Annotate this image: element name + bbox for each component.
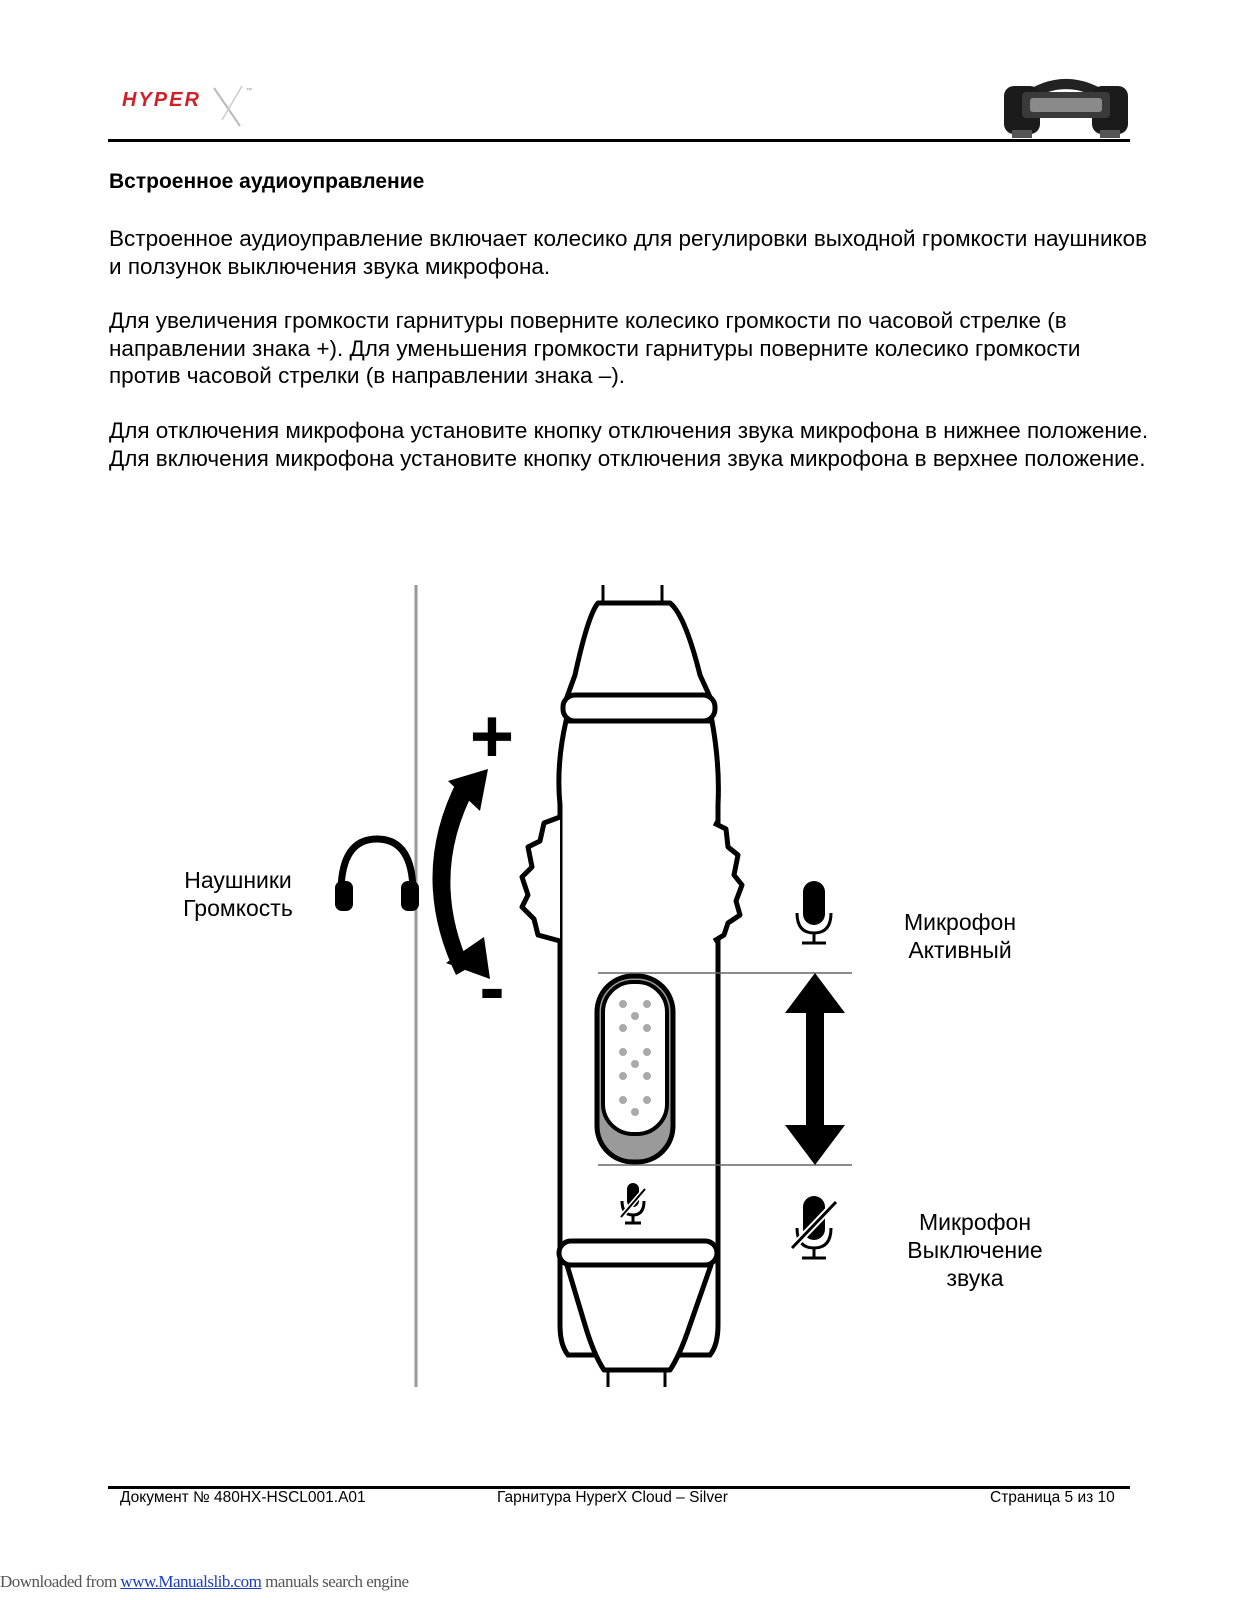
download-notice: Downloaded from www.Manualslib.com manua…	[0, 1572, 409, 1592]
svg-text:™: ™	[246, 87, 252, 94]
mic-mute-line2: Выключение	[895, 1236, 1055, 1264]
header-rule	[108, 139, 1130, 142]
volume-wheel-left	[522, 817, 560, 941]
plus-sign: +	[470, 694, 514, 779]
paragraph-volume: Для увеличения громкости гарнитуры повер…	[109, 307, 1149, 390]
headphones-label-line1: Наушники	[168, 866, 308, 894]
footer-product-title: Гарнитура HyperX Cloud – Silver	[497, 1489, 728, 1507]
svg-text:HYPER: HYPER	[122, 89, 201, 111]
mic-mute-label: Микрофон Выключение звука	[895, 1208, 1055, 1292]
mic-active-line1: Микрофон	[890, 908, 1030, 936]
paragraph-mute: Для отключения микрофона установите кноп…	[109, 417, 1149, 472]
headphones-icon	[335, 839, 419, 911]
mic-active-label: Микрофон Активный	[890, 908, 1030, 964]
controller-top-cap	[567, 603, 710, 697]
controller-upper-ring	[563, 695, 715, 721]
download-prefix: Downloaded from	[0, 1572, 120, 1591]
inline-control-diagram: + -	[330, 585, 890, 1415]
mic-active-icon	[797, 881, 831, 943]
footer-page-number: Страница 5 из 10	[990, 1489, 1115, 1507]
section-title: Встроенное аудиоуправление	[109, 170, 424, 194]
manualslib-link[interactable]: www.Manualslib.com	[120, 1572, 261, 1591]
download-suffix: manuals search engine	[261, 1572, 408, 1591]
footer-document-number: Документ № 480HX-HSCL001.A01	[120, 1489, 366, 1507]
mic-mute-line1: Микрофон	[895, 1208, 1055, 1236]
mic-mute-line3: звука	[895, 1264, 1055, 1292]
vertical-double-arrow-icon	[785, 973, 845, 1165]
controller-lower-ring	[559, 1241, 717, 1265]
hyperx-logo: HYPER ™	[118, 80, 268, 128]
headphones-label-line2: Громкость	[168, 894, 308, 922]
headphones-volume-label: Наушники Громкость	[168, 866, 308, 922]
volume-wheel-right	[714, 823, 742, 941]
curved-double-arrow-icon	[432, 769, 490, 979]
headset-photo	[1002, 72, 1130, 140]
paragraph-intro: Встроенное аудиоуправление включает коле…	[109, 225, 1149, 280]
mic-active-line2: Активный	[890, 936, 1030, 964]
mic-muted-icon	[792, 1196, 836, 1258]
